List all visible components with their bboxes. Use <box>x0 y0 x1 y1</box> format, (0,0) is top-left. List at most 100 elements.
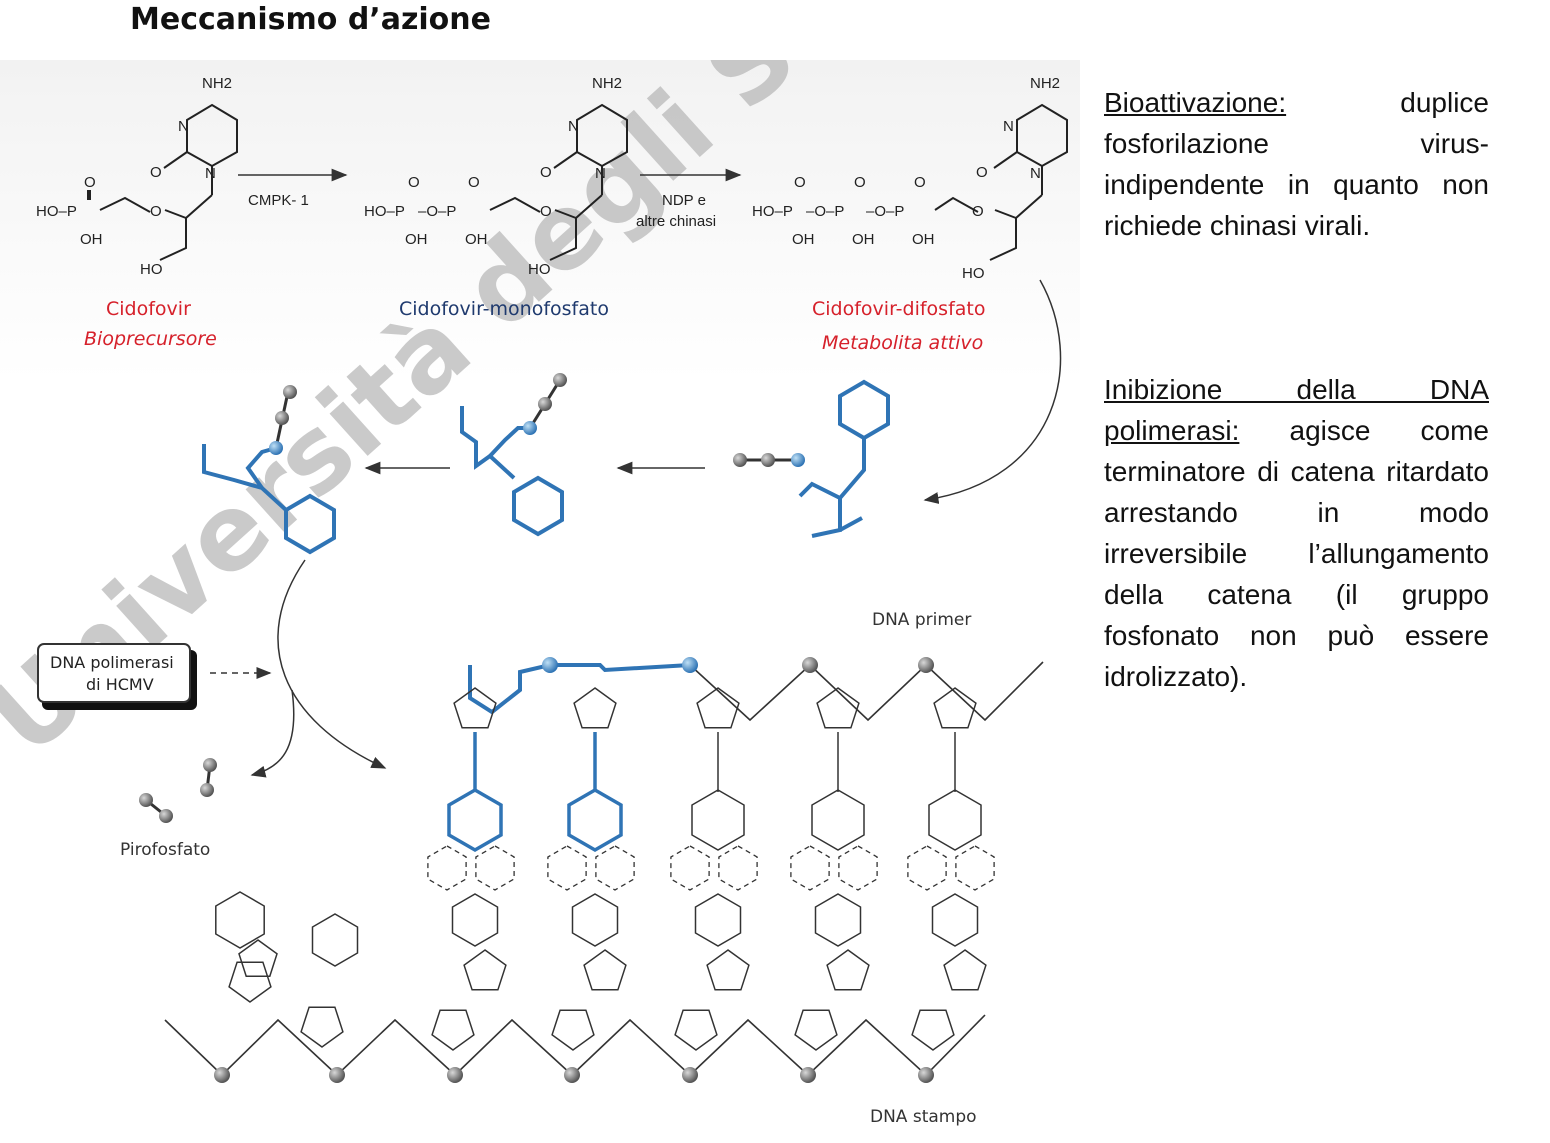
template-sugar <box>674 1009 718 1051</box>
pyrophosphate-label: Pirofosfato <box>120 840 210 860</box>
compound-name-cidofovir: Cidofovir <box>106 298 191 320</box>
ho-label: HO <box>528 261 551 278</box>
template-base <box>571 893 619 947</box>
primer-sugar <box>816 687 860 729</box>
step1-label: CMPK- 1 <box>248 192 309 209</box>
dna-template-label: DNA stampo <box>870 1107 977 1127</box>
mechanism-figure: Università degli Studi di Mi... NH2 N O … <box>0 60 1080 1143</box>
ho-p-label: HO–P <box>364 203 405 220</box>
oh-label: OH <box>465 231 488 248</box>
template-base-ring <box>706 949 750 991</box>
n-label: N <box>568 118 579 135</box>
curved-arrow-to-dna <box>277 559 387 769</box>
template-base <box>451 893 499 947</box>
pyrophosphate-icon <box>139 758 217 823</box>
hydrogen-bond-region <box>547 845 587 891</box>
template-base <box>931 893 979 947</box>
cidofovir-structure <box>87 103 238 261</box>
template-sugar <box>794 1009 838 1051</box>
o-label: O <box>150 164 162 181</box>
polymerase-label-2: di HCMV <box>86 675 154 694</box>
bioactivation-body: duplice fosforilazione virus-indipendent… <box>1104 87 1489 241</box>
template-base <box>215 891 265 949</box>
ho-p-label: HO–P <box>36 203 77 220</box>
nh2-label: NH2 <box>202 75 232 92</box>
template-base-ring <box>943 949 987 991</box>
schematic-incorporated <box>202 444 336 555</box>
schematic-diphosphate <box>798 379 890 538</box>
inhibition-paragraph: Inibizione della DNA polimerasi: agisce … <box>1104 369 1489 697</box>
o-p-label: –O–P <box>418 203 456 220</box>
oh-label: OH <box>405 231 428 248</box>
primer-base <box>928 789 982 851</box>
o-label: O <box>408 174 420 191</box>
o-label: O <box>540 203 552 220</box>
primer-sugar <box>573 687 617 729</box>
hydrogen-bond-region <box>790 845 830 891</box>
o-label: O <box>976 164 988 181</box>
primer-phosphates <box>542 657 934 673</box>
schematic-binding <box>460 406 564 537</box>
bioactivation-paragraph: Bioattivazione: duplice fosforilazione v… <box>1104 82 1489 246</box>
n-label: N <box>1003 118 1014 135</box>
compound-subtitle-metabolita: Metabolita attivo <box>822 332 983 354</box>
oh-label: OH <box>852 231 875 248</box>
primer-base <box>691 789 745 851</box>
ho-label: HO <box>140 261 163 278</box>
hydrogen-bond-region <box>595 845 635 891</box>
template-base <box>814 893 862 947</box>
hydrogen-bond-region <box>907 845 947 891</box>
oh-label: OH <box>80 231 103 248</box>
nh2-label: NH2 <box>1030 75 1060 92</box>
template-sugar <box>300 1006 344 1048</box>
o-label: O <box>914 174 926 191</box>
polymerase-label-1: DNA polimerasi <box>50 653 174 672</box>
o-label: O <box>84 174 96 191</box>
nh2-label: NH2 <box>592 75 622 92</box>
inhibition-heading: Inibizione della DNA polimerasi: <box>1104 374 1489 446</box>
n-label: N <box>205 165 216 182</box>
o-label: O <box>150 203 162 220</box>
step2-label-1: NDP e <box>662 192 706 209</box>
oh-label: OH <box>792 231 815 248</box>
monophosphate-structure <box>489 103 628 261</box>
bioactivation-heading: Bioattivazione: <box>1104 87 1287 118</box>
template-base-ring <box>583 949 627 991</box>
mechanism-diagram: Università degli Studi di Mi... NH2 N O … <box>0 60 1080 1127</box>
o-label: O <box>794 174 806 191</box>
o-label: O <box>540 164 552 181</box>
template-backbone <box>164 1014 986 1077</box>
curved-arrow-to-pyrophosphate <box>250 689 295 778</box>
template-sugar <box>911 1009 955 1051</box>
compound-name-difosfato: Cidofovir-difosfato <box>812 298 985 320</box>
o-p-label: –O–P <box>806 203 844 220</box>
template-base <box>311 913 359 967</box>
o-label: O <box>972 203 984 220</box>
template-base <box>694 893 742 947</box>
dna-primer-label: DNA primer <box>872 610 971 630</box>
n-label: N <box>1030 165 1041 182</box>
template-sugar <box>431 1009 475 1051</box>
template-base-ring <box>826 949 870 991</box>
compound-name-monofosfato: Cidofovir-monofosfato <box>399 298 609 320</box>
hydrogen-bond-region <box>670 845 710 891</box>
template-sugar <box>228 961 272 1003</box>
primer-sugar <box>696 687 740 729</box>
curved-arrow-right <box>923 279 1062 504</box>
n-label: N <box>178 118 189 135</box>
hydrogen-bond-region <box>427 845 467 891</box>
step2-label-2: altre chinasi <box>636 213 716 230</box>
primer-base <box>447 787 503 853</box>
primer-backbone-blue <box>468 663 691 715</box>
o-p-label: –O–P <box>866 203 904 220</box>
primer-base <box>567 787 623 853</box>
template-sugar <box>551 1009 595 1051</box>
template-base-ring <box>238 939 278 977</box>
template-phosphates <box>214 1067 934 1083</box>
oh-label: OH <box>912 231 935 248</box>
n-label: N <box>595 165 606 182</box>
template-base-ring <box>463 949 507 991</box>
primer-sugar <box>453 687 497 729</box>
o-label: O <box>854 174 866 191</box>
page-title: Meccanismo d’azione <box>130 2 491 37</box>
